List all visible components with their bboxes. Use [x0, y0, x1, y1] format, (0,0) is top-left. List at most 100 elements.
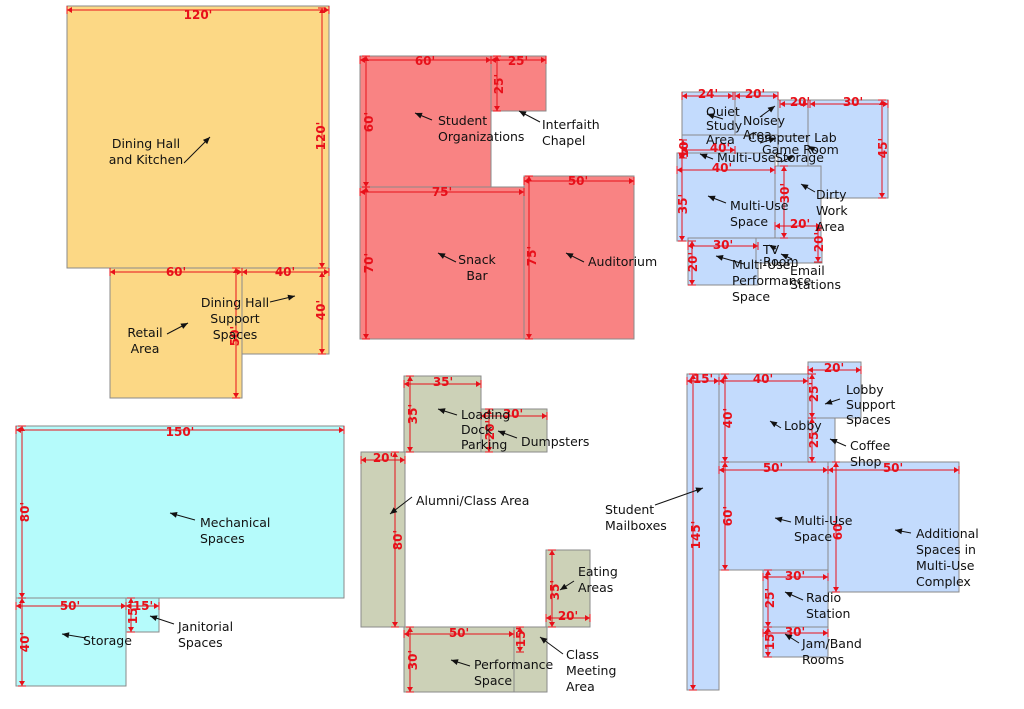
room-radio [762, 569, 829, 628]
dimension-label: 40' [314, 300, 328, 320]
dimension-label: 30' [503, 407, 523, 421]
dimension-label: 25' [807, 428, 821, 448]
dimension-label: 50' [883, 461, 903, 475]
room-label: Storage [775, 150, 824, 165]
leader-arrow [414, 112, 433, 121]
dimension-label: 80' [18, 502, 32, 522]
room-performance [403, 626, 515, 693]
dimension-label: 40' [18, 632, 32, 652]
dimension: 15' [125, 599, 160, 613]
dimension-label: 15' [693, 372, 713, 386]
dimension: 60' [831, 461, 845, 593]
leader-arrow [784, 633, 800, 644]
leader-arrow [829, 438, 847, 447]
dimension-label: 35' [406, 404, 420, 424]
dimension-label: 120' [184, 8, 213, 22]
dimension-label: 75' [432, 185, 452, 199]
dimension: 25' [492, 55, 506, 112]
room-blocks [15, 5, 960, 693]
room-label: Computer Lab [748, 130, 837, 145]
room-student-orgs [359, 55, 492, 188]
leader-arrow [759, 105, 776, 118]
room-rec-game [807, 99, 889, 199]
dimension: 60' [359, 54, 492, 68]
dimension: 145' [689, 373, 703, 691]
dimension: 20' [779, 95, 810, 109]
room-retail [109, 267, 243, 399]
dimension-label: 30' [785, 569, 805, 583]
room-multi-use-space [718, 461, 829, 571]
leader-arrow [780, 155, 795, 163]
dimension-label: 50' [228, 326, 242, 346]
leader-arrow [539, 636, 564, 655]
dimension-label: 40' [710, 141, 730, 155]
dimension: 40' [18, 597, 32, 687]
room-lobby [718, 373, 809, 463]
dimension: 60' [362, 55, 376, 188]
dimension-label: 60' [831, 520, 845, 540]
dimension-label: 35' [433, 375, 453, 389]
dimension-label: 15' [133, 599, 153, 613]
dimension-label: 20' [812, 232, 826, 252]
dimension: 60' [721, 461, 735, 571]
leader-arrow [559, 580, 575, 591]
dimension-label: 50' [763, 461, 783, 475]
dimension: 20' [734, 87, 779, 101]
dimension: 80' [18, 425, 32, 599]
dimension-label: 40' [721, 408, 735, 428]
dimension: 150' [15, 425, 345, 439]
dimension: 60' [109, 265, 243, 279]
dimension: 40' [676, 161, 776, 175]
leader-arrow [715, 255, 745, 265]
leader-arrow [654, 487, 704, 506]
dimension-label: 24' [698, 87, 718, 101]
dimension-label: 60' [362, 112, 376, 132]
dimension-label: 25' [492, 74, 506, 94]
leader-arrow [780, 253, 793, 260]
dimension-label: 30' [843, 95, 863, 109]
dimension: 15' [514, 626, 528, 653]
dimension-label: 50' [568, 174, 588, 188]
dimension-lines: 120'120'60'40'40'50'60'25'25'60'75'50'70… [15, 6, 960, 693]
room-additional [827, 461, 960, 593]
dimension-label: 15' [763, 630, 777, 650]
dimension: 20' [807, 361, 862, 375]
leader-arrow [61, 632, 87, 639]
dimension: 70' [362, 186, 376, 340]
room-mechanical [15, 425, 345, 599]
leader-arrow [565, 252, 585, 263]
leader-arrow [759, 137, 777, 144]
leader-arrow [497, 430, 518, 439]
dimension-label: 20' [790, 95, 810, 109]
dimension-label: 25' [508, 54, 528, 68]
dimension: 40' [721, 373, 735, 463]
dimension-label: 20' [686, 252, 700, 272]
room-dining-support [241, 267, 330, 355]
leader-arrow [784, 591, 804, 601]
room-label: Auditorium [588, 254, 657, 269]
dimension: 30' [480, 407, 548, 421]
leader-arrow [824, 398, 841, 405]
dimension: 35' [406, 375, 420, 453]
leader-arrow [389, 496, 413, 515]
dimension-label: 20' [824, 361, 844, 375]
dimension: 80' [391, 451, 405, 628]
leader-arrow [894, 528, 912, 535]
room-label: Game Room [762, 142, 839, 157]
room-interfaith [490, 55, 547, 112]
room-rec-email [755, 237, 823, 264]
dimension: 50' [15, 599, 127, 613]
